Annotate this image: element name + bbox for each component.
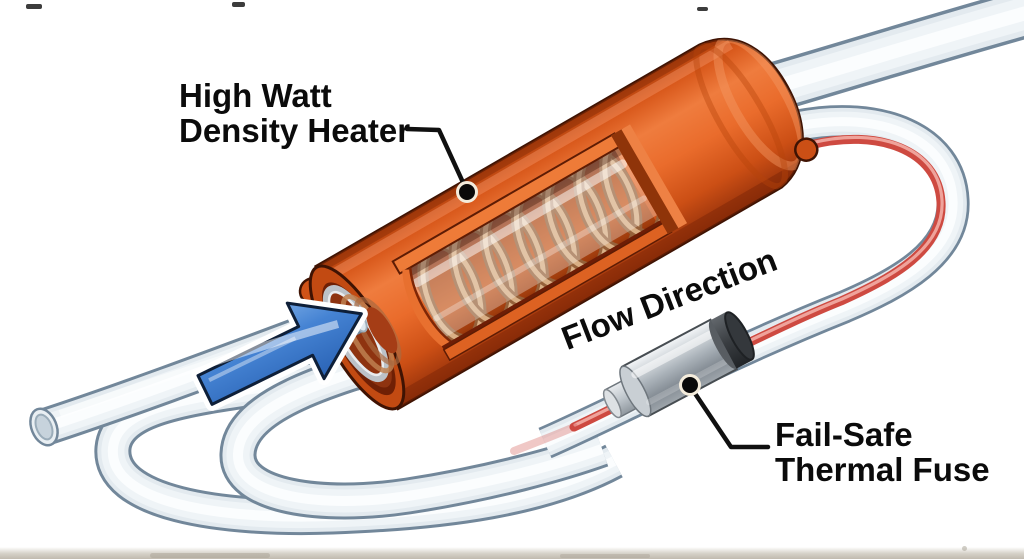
edge-artifact (962, 546, 967, 551)
thermal-fuse-label: Fail-Safe Thermal Fuse (775, 417, 990, 487)
edge-artifact (232, 2, 245, 7)
tube-open-end (29, 407, 59, 447)
outlet-tube (778, 12, 1024, 86)
edge-artifact (150, 553, 270, 558)
inlet-tube (25, 316, 352, 449)
leader-line-fuse (679, 374, 771, 450)
edge-artifact (560, 554, 650, 558)
label-dot-fuse (679, 374, 701, 396)
edge-artifact (26, 4, 42, 9)
leader-line-heater (404, 126, 478, 203)
glass-highlight (58, 320, 340, 418)
label-dot-heater (456, 181, 478, 203)
heater-label: High Watt Density Heater (179, 78, 410, 148)
bottom-edge-strip (0, 547, 1024, 559)
thermal-fuse-label-line2: Thermal Fuse (775, 451, 990, 488)
heater-end-lip (794, 137, 819, 162)
edge-artifact (697, 7, 708, 11)
heater-cutaway (391, 124, 688, 362)
thermal-fuse-label-line1: Fail-Safe (775, 416, 913, 453)
heater-body (298, 17, 830, 411)
heater-label-line2: Density Heater (179, 112, 411, 149)
heated-core (510, 137, 942, 455)
return-loop-tube (510, 122, 953, 455)
heater-label-line1: High Watt (179, 77, 332, 114)
